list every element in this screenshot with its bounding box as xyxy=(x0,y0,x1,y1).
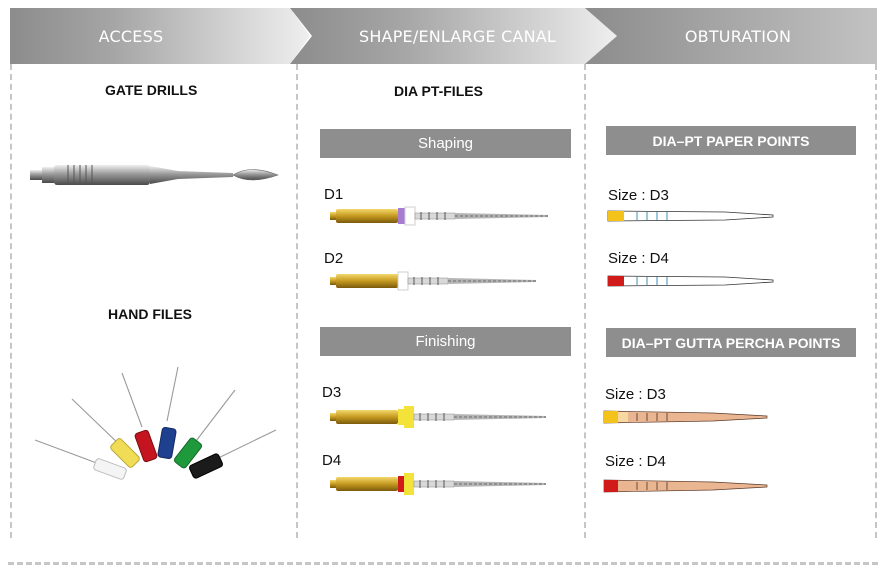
paper-size-d4: Size : D4 xyxy=(608,250,669,267)
gutta-percha-bar: DIA–PT GUTTA PERCHA POINTS xyxy=(606,328,856,357)
shaping-bar: Shaping xyxy=(320,129,571,158)
gate-drills-title: GATE DRILLS xyxy=(105,82,198,98)
hand-files-image xyxy=(34,366,277,480)
paper-point-d4-image xyxy=(607,275,774,287)
bottom-divider xyxy=(8,562,878,565)
finishing-label: Finishing xyxy=(415,333,476,350)
header-access-label: ACCESS xyxy=(98,26,164,46)
column-divider-1 xyxy=(296,64,298,538)
header-obturation-label: OBTURATION xyxy=(684,26,792,46)
file-label-d4: D4 xyxy=(322,452,342,469)
shaping-label: Shaping xyxy=(417,135,474,152)
gate-drill-image xyxy=(30,165,279,185)
file-handle-blue xyxy=(157,426,177,460)
gutta-point-d4-image xyxy=(603,479,768,493)
header-shape: SHAPE/ENLARGE CANAL xyxy=(290,8,617,64)
header-obturation: OBTURATION xyxy=(585,8,877,64)
gutta-percha-label: DIA–PT GUTTA PERCHA POINTS xyxy=(621,334,841,351)
paper-point-d3-image xyxy=(607,210,774,222)
column-divider-right xyxy=(875,64,877,538)
file-handle-black xyxy=(189,453,223,479)
column-divider-2 xyxy=(584,64,586,538)
file-d4-image xyxy=(330,473,546,495)
paper-points-bar: DIA–PT PAPER POINTS xyxy=(606,126,856,155)
column-divider-left xyxy=(10,64,12,538)
file-label-d1: D1 xyxy=(324,186,344,203)
header-shape-label: SHAPE/ENLARGE CANAL xyxy=(358,26,557,46)
dia-pt-files-title: DIA PT-FILES xyxy=(394,83,483,99)
file-handle-red xyxy=(134,429,158,463)
paper-size-d3: Size : D3 xyxy=(608,187,669,204)
gutta-size-d4: Size : D4 xyxy=(605,453,666,470)
file-handle-white xyxy=(93,458,127,480)
file-d1-image xyxy=(330,206,548,226)
header-access: ACCESS xyxy=(10,8,310,64)
file-handle-yellow xyxy=(110,438,140,468)
gutta-point-d3-image xyxy=(603,410,768,424)
file-label-d3: D3 xyxy=(322,384,342,401)
file-d2-image xyxy=(330,271,536,291)
file-label-d2: D2 xyxy=(324,250,344,267)
finishing-bar: Finishing xyxy=(320,327,571,356)
paper-points-label: DIA–PT PAPER POINTS xyxy=(652,132,810,149)
hand-files-title: HAND FILES xyxy=(108,306,192,322)
file-d3-image xyxy=(330,406,546,428)
gutta-size-d3: Size : D3 xyxy=(605,386,666,403)
file-handle-green xyxy=(173,437,203,469)
